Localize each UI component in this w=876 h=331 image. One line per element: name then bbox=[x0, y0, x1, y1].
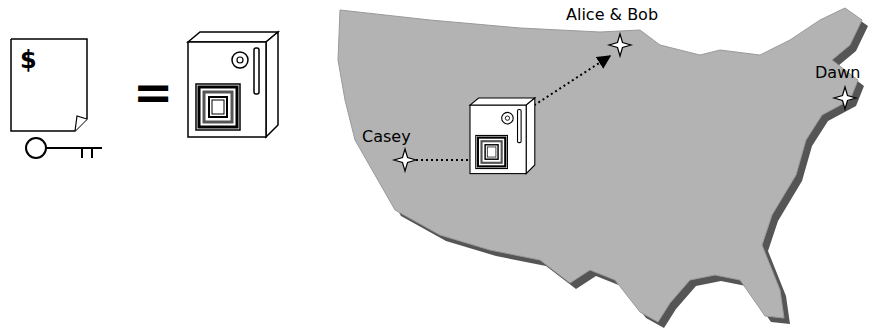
safe bbox=[188, 32, 278, 137]
location-star bbox=[834, 87, 856, 109]
safe-small bbox=[470, 98, 535, 174]
key bbox=[26, 138, 102, 158]
route bbox=[416, 159, 470, 161]
dollar-sign: $ bbox=[20, 46, 78, 74]
location-star bbox=[394, 149, 416, 171]
location-label: Alice & Bob bbox=[566, 6, 658, 24]
location-label: Dawn bbox=[815, 64, 860, 82]
us-map bbox=[338, 8, 862, 322]
document-page: $ bbox=[10, 38, 88, 132]
location-label: Casey bbox=[362, 128, 411, 146]
location-star bbox=[609, 34, 631, 56]
equals-sign: = bbox=[133, 66, 173, 119]
route-arrow bbox=[530, 56, 610, 108]
